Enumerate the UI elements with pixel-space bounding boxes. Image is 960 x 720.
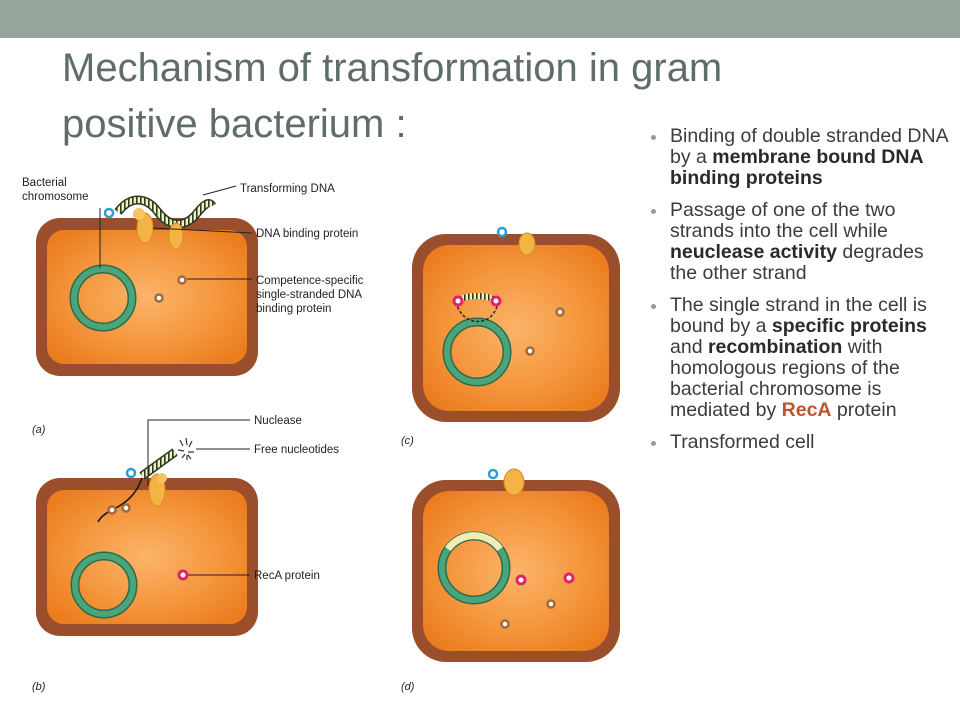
transformation-diagram: Bacterial chromosome Transforming DNA DN… (22, 177, 620, 693)
recombined-segment (445, 532, 503, 552)
bullet-text: RecA (781, 399, 832, 421)
bullet-text: Transformed cell (670, 431, 815, 453)
free-nucleotides (177, 437, 194, 460)
header-bar (0, 0, 960, 38)
bullet-text: with homologous regions of the bacterial… (670, 336, 900, 421)
reca-protein (177, 569, 189, 581)
bullet-list: Binding of double stranded DNA by a memb… (648, 126, 948, 464)
bullet-text: recombination (707, 336, 843, 358)
label-reca-protein: RecA protein (254, 570, 320, 582)
bullet-text: neuclease activity (670, 241, 837, 263)
bullet-text: specific proteins (771, 315, 927, 337)
slide-title: Mechanism of transformation in gram posi… (62, 46, 723, 146)
panel-label-c: (c) (401, 435, 414, 447)
panel-a: Bacterial chromosome Transforming DNA DN… (22, 177, 364, 436)
panel-label-d: (d) (401, 681, 415, 693)
label-free-nucleotides: Free nucleotides (254, 444, 339, 456)
panel-label-b: (b) (32, 681, 46, 693)
label-bacterial-chromosome-1: Bacterial (22, 177, 67, 189)
surface-marker (125, 467, 137, 479)
cell-cytoplasm (47, 490, 247, 624)
label-dna-binding-protein: DNA binding protein (256, 228, 358, 240)
cell-cytoplasm (423, 491, 609, 651)
panel-label-a: (a) (32, 424, 46, 436)
bullet-item-2: Passage of one of the two strands into t… (648, 200, 948, 284)
bullet-text: and (670, 336, 708, 358)
panel-c: (c) (401, 226, 620, 447)
bullet-item-3: The single strand in the cell is bound b… (648, 295, 948, 421)
panel-b: Nuclease Free nucleotides RecA protein (… (32, 415, 339, 693)
surface-marker (103, 207, 115, 219)
label-nuclease: Nuclease (254, 415, 302, 427)
panel-d: (d) (401, 468, 620, 693)
label-transforming-dna: Transforming DNA (240, 183, 335, 195)
bullet-text: protein (831, 399, 897, 421)
invading-strand (455, 301, 499, 323)
bullet-item-1: Binding of double stranded DNA by a memb… (648, 126, 948, 189)
bullet-text: Binding of double stranded DNA by a (670, 125, 948, 168)
competence-protein (177, 275, 187, 285)
label-competence-3: binding protein (256, 303, 331, 315)
bullet-text: Passage of one of the two strands into t… (670, 199, 896, 242)
cell-cytoplasm (423, 245, 609, 411)
bullet-text: degrades the other strand (670, 241, 924, 284)
label-competence-1: Competence-specific (256, 275, 364, 287)
label-bacterial-chromosome-2: chromosome (22, 191, 88, 203)
bullet-text: membrane bound DNA binding proteins (670, 146, 923, 189)
label-competence-2: single-stranded DNA (256, 289, 362, 301)
bullet-text: The single strand in the cell is bound b… (670, 294, 927, 337)
bullet-item-4: Transformed cell (648, 432, 948, 453)
